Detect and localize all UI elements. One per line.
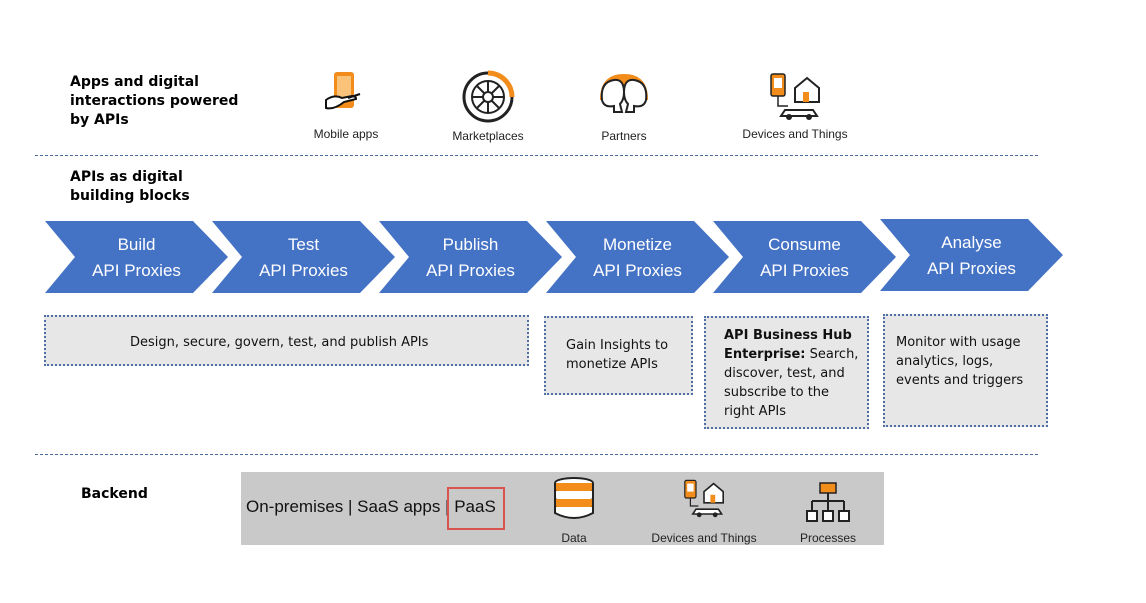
channel-label: Marketplaces (452, 129, 524, 143)
chevron-shape (212, 221, 395, 293)
desc-monitor-text: Monitor with usage analytics, logs, even… (896, 335, 1024, 388)
desc-design-text: Design, secure, govern, test, and publis… (130, 335, 429, 350)
database-icon (554, 477, 594, 519)
desc-insights: Gain Insights to monetize APIs (544, 316, 693, 395)
desc-design: Design, secure, govern, test, and publis… (44, 315, 529, 366)
channel-marketplaces: Marketplaces (441, 70, 535, 143)
process-hierarchy-icon (806, 482, 850, 522)
chevron-shape (45, 221, 228, 293)
chevron-shape (880, 219, 1063, 291)
step-title: Analyse (941, 233, 1002, 252)
step-title: Consume (768, 235, 841, 254)
separator-top (35, 155, 1038, 156)
backend-paas: PaaS (454, 497, 496, 516)
channel-label: Mobile apps (313, 127, 379, 141)
desc-monitor: Monitor with usage analytics, logs, even… (883, 314, 1048, 427)
section-label-apps: Apps and digital interactions powered by… (70, 74, 239, 128)
marketplace-wheel-icon (462, 70, 515, 123)
channel-devices-things: Devices and Things (725, 70, 865, 141)
mobile-apps-icon (325, 72, 361, 110)
backend-devices-things: Devices and Things (640, 476, 768, 545)
paas-highlight-box (447, 487, 505, 530)
desc-hub-title: API Business Hub Enterprise: (724, 328, 852, 362)
backend-item-label: Devices and Things (651, 531, 757, 545)
backend-item-label: Processes (799, 531, 857, 545)
step-subtitle: API Proxies (760, 261, 849, 280)
desc-hub: API Business Hub Enterprise: Search, dis… (704, 316, 869, 429)
backend-sources-text: On-premises | SaaS apps | (246, 497, 455, 516)
partners-heads-icon (600, 74, 648, 113)
chevron-shape (546, 221, 729, 293)
step-subtitle: API Proxies (92, 261, 181, 280)
chevron-shape (379, 221, 562, 293)
step-title: Build (117, 235, 156, 254)
step-title: Test (287, 235, 320, 254)
desc-insights-text: Gain Insights to monetize APIs (566, 338, 669, 372)
channel-partners: Partners (588, 70, 660, 143)
channel-label: Devices and Things (742, 127, 848, 141)
section-label-apis: APIs as digital building blocks (70, 169, 190, 204)
channel-mobile-apps: Mobile apps (301, 70, 391, 141)
step-subtitle: API Proxies (927, 259, 1016, 278)
step-subtitle: API Proxies (593, 261, 682, 280)
step-title: Monetize (603, 235, 672, 254)
step-subtitle: API Proxies (259, 261, 348, 280)
backend-data: Data (544, 476, 604, 545)
step-subtitle: API Proxies (426, 261, 515, 280)
devices-things-icon (684, 479, 724, 518)
chevron-shape (713, 221, 896, 293)
channel-label: Partners (601, 129, 647, 143)
desc-hub-text: Search, discover, test, and subscribe to… (724, 347, 859, 419)
backend-item-label: Data (561, 531, 587, 545)
devices-things-icon (770, 73, 820, 120)
backend-processes: Processes (793, 481, 863, 545)
step-title: Publish (442, 235, 499, 254)
separator-bottom (35, 454, 1038, 455)
backend-sources: On-premises | SaaS apps | PaaS (246, 497, 496, 517)
section-label-backend: Backend (81, 486, 148, 502)
